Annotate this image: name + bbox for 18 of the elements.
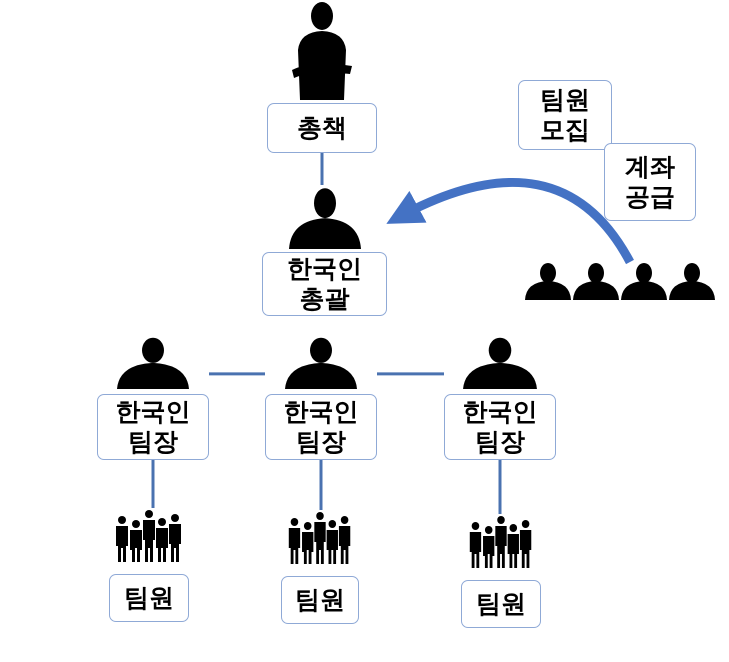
- label-box: 한국인 팀장: [97, 394, 209, 460]
- connector-line: [377, 372, 444, 376]
- label-box: 한국인 총괄: [262, 252, 387, 316]
- label-box: 팀원: [461, 580, 541, 628]
- label-box: 계좌 공급: [604, 143, 696, 221]
- connector-line: [152, 460, 154, 508]
- label-box: 팀원: [109, 574, 189, 622]
- label-box: 한국인 팀장: [265, 394, 377, 460]
- people-row-icon: [524, 262, 716, 300]
- connector-line: [498, 460, 502, 514]
- label-box: 팀원: [281, 576, 359, 624]
- connector-line: [320, 460, 322, 510]
- connector-line: [209, 372, 265, 376]
- label-box: 한국인 팀장: [444, 394, 556, 460]
- connector-line: [320, 153, 324, 185]
- label-box: 총책: [267, 103, 377, 153]
- curved-arrow: [386, 178, 634, 264]
- label-box: 팀원 모집: [518, 80, 612, 150]
